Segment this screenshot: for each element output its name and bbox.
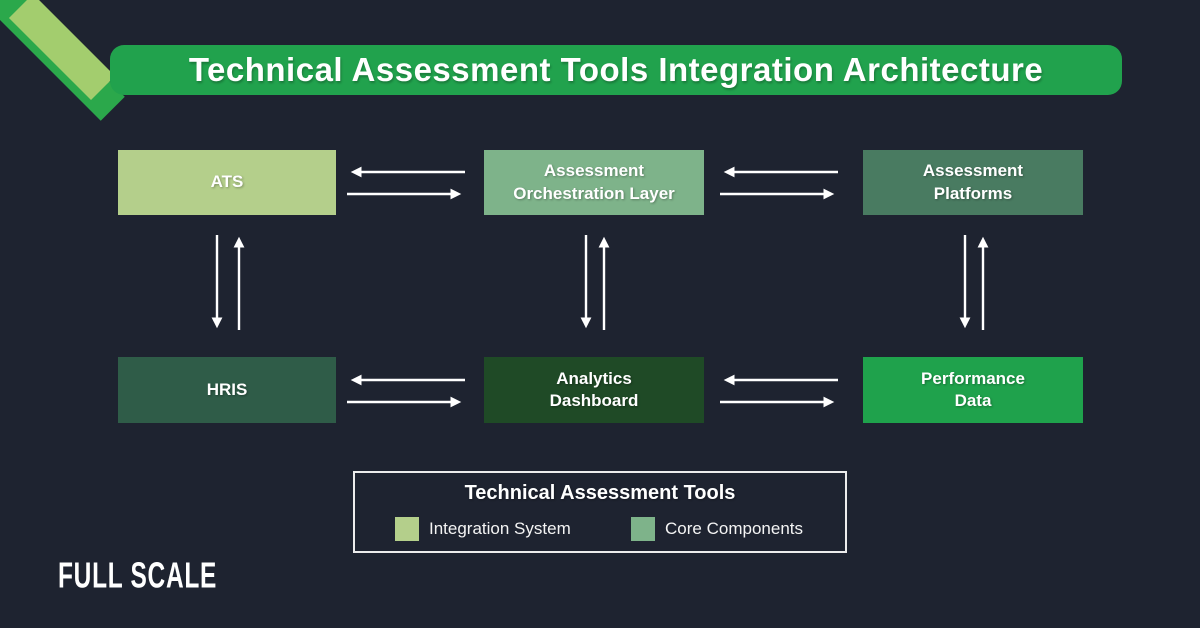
node-platforms-label-line2: Platforms — [933, 183, 1013, 203]
node-orchestration-label-line1: Assessment — [543, 161, 645, 181]
node-performance-data: Performance Data — [863, 357, 1083, 423]
node-orchestration-label-line2: Orchestration Layer — [513, 183, 675, 203]
core-components-swatch — [631, 517, 656, 541]
node-assessment-platforms: Assessment Platforms — [863, 150, 1083, 215]
node-ats: ATS — [118, 150, 336, 215]
node-hris-label: HRIS — [206, 379, 248, 399]
core-components-label: Core Components — [665, 519, 803, 538]
legend-box: Technical Assessment Tools Integration S… — [353, 471, 847, 553]
legend-item-core-components: Core Components — [631, 517, 803, 541]
node-performance-label-line2: Data — [954, 391, 992, 410]
node-analytics-label-line1: Analytics — [556, 368, 632, 388]
integration-system-swatch — [395, 517, 419, 541]
legend-items: Integration System Core Components — [355, 505, 845, 541]
legend-title: Technical Assessment Tools — [464, 482, 736, 504]
integration-system-label: Integration System — [429, 519, 571, 538]
node-analytics-dashboard: Analytics Dashboard — [484, 357, 704, 423]
corner-ribbon-light — [8, 0, 116, 101]
page-title: Technical Assessment Tools Integration A… — [188, 51, 1044, 88]
fullscale-logo: FULL SCALE — [58, 556, 218, 596]
node-ats-label: ATS — [210, 172, 244, 192]
node-assessment-orchestration-layer: Assessment Orchestration Layer — [484, 150, 704, 215]
node-hris: HRIS — [118, 357, 336, 423]
title-banner: Technical Assessment Tools Integration A… — [110, 45, 1122, 95]
node-analytics-label-line2: Dashboard — [549, 391, 639, 410]
legend-item-integration-system: Integration System — [395, 517, 571, 541]
node-performance-label-line1: Performance — [921, 368, 1025, 388]
node-platforms-label-line1: Assessment — [922, 161, 1024, 181]
